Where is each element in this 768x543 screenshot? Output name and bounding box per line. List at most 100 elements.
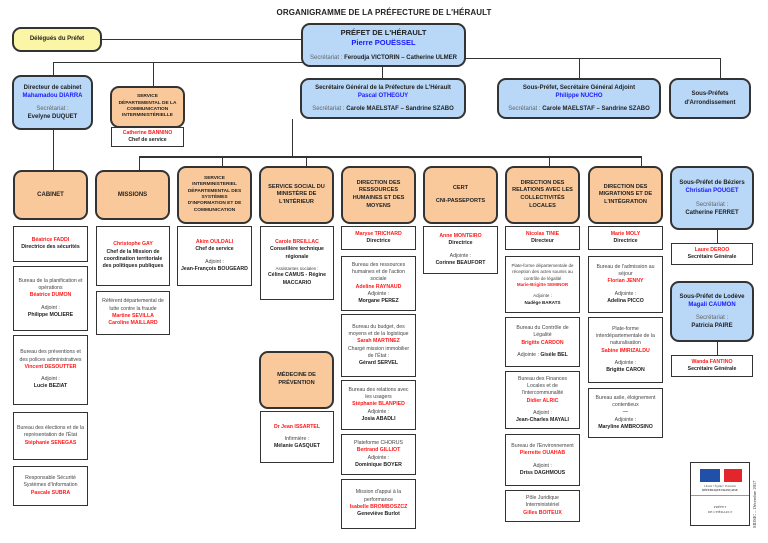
sidsic-head-name: Akim OULDALI [195, 238, 234, 245]
office-label: Bureau des relations avec les usagers [348, 386, 409, 401]
drcl-title: DIRECTION DES RELATIONS AVEC LES COLLECT… [512, 179, 573, 209]
sidsic-deputy: Jean-François BOUGEARD [181, 265, 248, 272]
medecine-box[interactable]: MÉDECINE DE PRÉVENTION [259, 351, 334, 409]
connector-lodeve-sg [717, 341, 718, 355]
cabinet-office-box[interactable]: Bureau des préventions et des polices ad… [13, 335, 88, 405]
office-deputy: Geneviève Burlot [357, 511, 400, 518]
logo-line1: PRÉFET [713, 505, 727, 509]
office-deputy: Dominique BOYER [355, 461, 402, 468]
dmi-office-box[interactable]: Bureau de l'admission au séjour Florian … [588, 256, 663, 313]
drhm-office-box[interactable]: Bureau des relations avec les usagers St… [341, 380, 416, 430]
connector-dmi [641, 156, 642, 171]
drhm-office-box[interactable]: Mission d'appui à la performance Isabell… [341, 479, 416, 529]
office-label: Référent départemental de lutte contre l… [102, 298, 164, 312]
office-head: Isabelle BROMBOSZCZ [349, 504, 408, 510]
delegues-box[interactable]: Délégués du Préfet [12, 27, 102, 52]
service-social-head-box[interactable]: Carole BREILLAC Conseillère technique ré… [260, 226, 334, 300]
lodeve-box[interactable]: Sous-Préfet de Lodève Magali CAUMON Secr… [670, 281, 754, 342]
sgadj-secretariat-label: Secrétariat : [508, 106, 541, 113]
cabinet-head-box[interactable]: Béatrice FADDI Directrice des sécurités [13, 226, 88, 262]
drhm-box[interactable]: DIRECTION DES RESSOURCES HUMAINES ET DES… [341, 166, 416, 224]
prefet-secretariat: Feroudja VICTORIN – Catherine ULMER [344, 54, 457, 61]
cabinet-head-name: Béatrice FADDI [31, 236, 70, 243]
prefet-secretariat-label: Secrétariat : [310, 54, 343, 61]
connector-cabinet [53, 129, 54, 171]
drhm-head-name: Maryse TRICHARD [355, 230, 402, 237]
cabinet-office-box[interactable]: Responsable Sécurité Systèmes d'Informat… [13, 466, 88, 506]
logo-divider [691, 495, 749, 496]
cabinet-head-role: Directrice des sécurités [21, 244, 80, 250]
drcl-office-box[interactable]: Bureau du Contrôle de Légalité Brigitte … [505, 317, 580, 367]
beziers-box[interactable]: Sous-Préfet de Béziers Christian POUGET … [670, 166, 754, 230]
office-deputy: Maryline AMBROSINO [598, 423, 653, 430]
lodeve-secretariat: Patricia PAIRE [691, 323, 733, 330]
drhm-office-box[interactable]: Bureau du budget, des moyens et de la lo… [341, 314, 416, 377]
secretaire-general-box[interactable]: Secrétaire Général de la Préfecture de L… [300, 78, 466, 119]
cabinet-box[interactable]: CABINET [13, 170, 88, 220]
drhm-office-box[interactable]: Plateforme CHORUS Bertrand GILLIOT Adjoi… [341, 434, 416, 475]
sg-secretariat-label: Secrétariat : [312, 106, 345, 113]
missions-head-box[interactable]: Christophe GAY Chef de la Mission de coo… [96, 226, 170, 286]
drhm-office-box[interactable]: Bureau des ressources humaines et de l'a… [341, 256, 416, 311]
sous-prefets-box[interactable]: Sous-Préfets d'Arrondissement [669, 78, 751, 119]
sidsic-deputy-label: Adjoint : [205, 258, 224, 265]
medecine-head-box[interactable]: Dr Jean ISSARTEL Infirmière : Mélanie GA… [260, 411, 334, 463]
cabinet-title: CABINET [37, 191, 64, 198]
sidsic-box[interactable]: SERVICE INTERMINISTERIEL DÉPARTEMENTAL D… [177, 166, 252, 224]
drcl-box[interactable]: DIRECTION DES RELATIONS AVEC LES COLLECT… [505, 166, 580, 224]
sidsic-head-box[interactable]: Akim OULDALI Chef de service Adjoint : J… [177, 226, 252, 286]
office-head: Gilles BOITEUX [523, 509, 562, 516]
drcl-office-box[interactable]: Pôle Juridique Interministériel Gilles B… [505, 490, 580, 522]
drhm-head-box[interactable]: Maryse TRICHARD Directrice [341, 226, 416, 250]
cabinet-office-box[interactable]: Bureau des élections et de la représenta… [13, 412, 88, 460]
office-deputy: Gérard SERVEL [358, 360, 399, 367]
footer-vertical-text: SIDSIC – Décembre 2017 [752, 480, 757, 528]
connector-sidsic [222, 156, 223, 171]
office-head: Bertrand GILLIOT [356, 447, 401, 454]
prefecture-logo: Liberté • Égalité • Fraternité RÉPUBLIQU… [690, 462, 750, 526]
sdci-head-name: Catherine BANNINO [122, 129, 173, 136]
sdci-head-box[interactable]: Catherine BANNINO Chef de service [111, 127, 184, 147]
prefet-name: Pierre POUËSSEL [351, 38, 416, 48]
dmi-head-box[interactable]: Marie MOLY Directrice [588, 226, 663, 250]
connector-sg-down [292, 119, 293, 157]
service-social-title: SERVICE SOCIAL DU MINISTÈRE DE L'INTÉRIE… [268, 183, 325, 205]
directeur-cabinet-box[interactable]: Directeur de cabinet Mahamadou DIARRA Se… [12, 75, 93, 130]
dmi-office-box[interactable]: Bureau asile, éloignement contentieux — … [588, 388, 663, 438]
office-deputy-label: Chargé mission immobilier de l'État : [347, 345, 410, 359]
office-label: Bureau de l'Environnement [511, 442, 574, 449]
cert-box[interactable]: CERT CNI-PASSEPORTS [423, 166, 498, 224]
cert-head-box[interactable]: Anne MONTEIRO Directrice Adjointe : Cori… [423, 226, 498, 274]
sg-adjoint-box[interactable]: Sous-Préfet, Secrétaire Général Adjoint … [497, 78, 661, 119]
connector-social [306, 156, 307, 171]
cabinet-office-box[interactable]: Bureau de la planification et opérations… [13, 266, 88, 331]
service-social-box[interactable]: SERVICE SOCIAL DU MINISTÈRE DE L'INTÉRIE… [259, 166, 334, 224]
flag-white-icon [720, 469, 724, 482]
lodeve-sg-box[interactable]: Wanda FANTINO Secrétaire Générale [671, 355, 753, 377]
sg-name: Pascal OTHEGUY [357, 92, 409, 99]
drcl-office-box[interactable]: Bureau des Finances Locales et de l'inte… [505, 371, 580, 429]
office-deputy-label: Adjointe : [614, 290, 637, 297]
drcl-office-box[interactable]: Bureau de l'Environnement Pierrette OUAH… [505, 434, 580, 486]
missions-office-box[interactable]: Référent départemental de lutte contre l… [96, 291, 170, 335]
missions-box[interactable]: MISSIONS [95, 170, 170, 220]
office-deputy-label: Adjointe : [517, 351, 539, 358]
drcl-head-role: Directeur [531, 238, 554, 244]
missions-head-role: Chef de la Mission de coordination terri… [102, 248, 164, 270]
sous-prefets-label: Sous-Préfets d'Arrondissement [684, 91, 736, 106]
lodeve-name: Magali CAUMON [688, 301, 736, 308]
lodeve-sg-role: Secrétaire Générale [687, 366, 737, 372]
prefet-box[interactable]: PRÉFET DE L'HÉRAULT Pierre POUËSSEL Secr… [301, 23, 466, 67]
sdci-box[interactable]: SERVICE DÉPARTEMENTAL DE LA COMMUNICATIO… [110, 86, 185, 128]
office-deputy-label: Adjoint : [41, 376, 60, 383]
dmi-office-box[interactable]: Plate-forme interdépartementale de la na… [588, 317, 663, 383]
drcl-head-box[interactable]: Nicolas TINIE Directeur [505, 226, 580, 250]
office-head: Pierrette OUAHAB [519, 450, 566, 457]
connector-missions [139, 156, 140, 171]
office-deputy: Morgane PEREZ [358, 298, 399, 305]
dmi-box[interactable]: DIRECTION DES MIGRATIONS ET DE L'INTÉGRA… [588, 166, 663, 224]
delegues-label: Délégués du Préfet [29, 36, 85, 43]
beziers-sg-box[interactable]: Laure DEROO Secrétaire Générale [671, 243, 753, 265]
drcl-office-box[interactable]: Plate-forme départementale de réception … [505, 256, 580, 313]
cert-deputy-label: Adjointe : [449, 252, 472, 259]
